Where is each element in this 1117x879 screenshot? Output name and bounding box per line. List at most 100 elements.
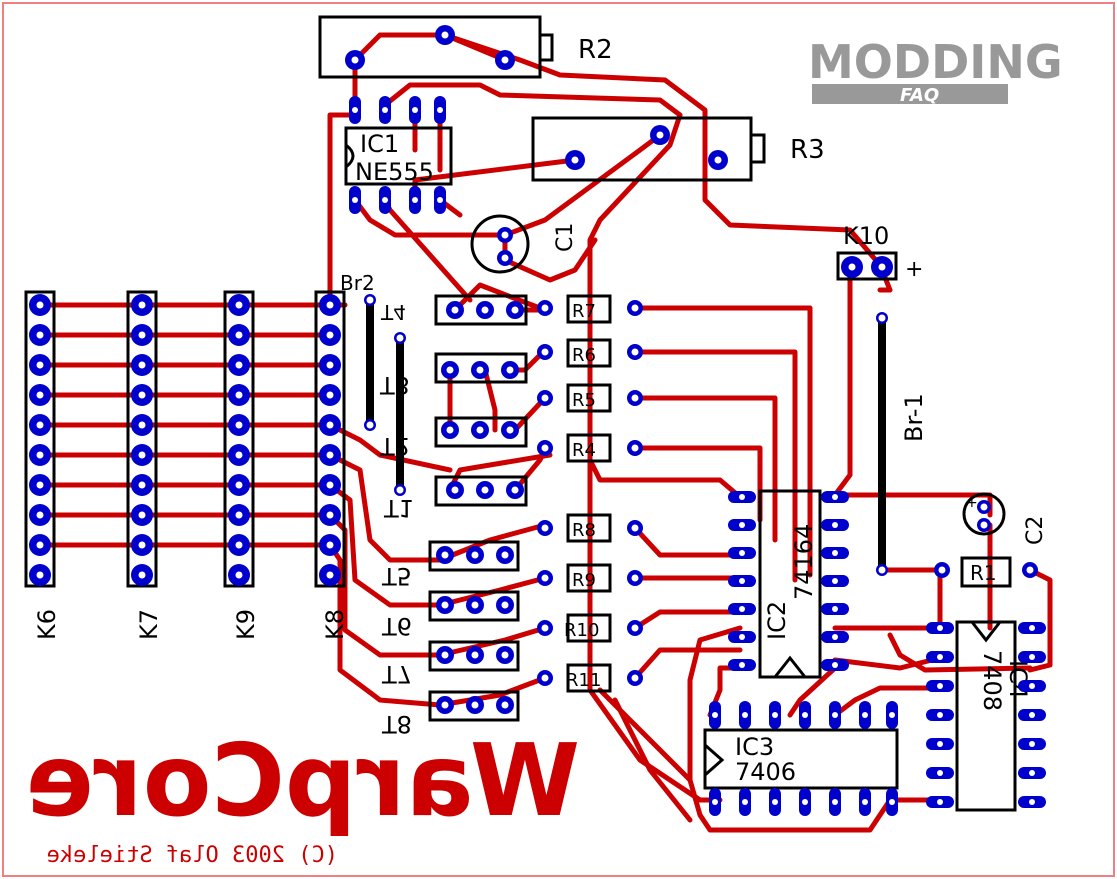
label-t1: T1	[383, 494, 414, 522]
pad-hole	[878, 314, 886, 322]
pad-hole	[832, 606, 838, 612]
label-k7: K7	[135, 609, 163, 640]
pad-hole	[631, 524, 639, 532]
pad-hole	[396, 334, 404, 342]
resistor-r6: R6	[566, 338, 612, 368]
resistor-r4: R4	[566, 433, 612, 463]
pad-hole	[501, 56, 509, 64]
pad-hole	[412, 107, 418, 113]
pad-hole	[235, 451, 243, 459]
pad-hole	[138, 511, 146, 519]
pad-hole	[437, 107, 443, 113]
label-br2: Br2	[340, 271, 375, 295]
transistor-t3: T3	[379, 352, 528, 399]
pad-hole	[235, 541, 243, 549]
pad-hole	[739, 606, 745, 612]
pad-hole	[235, 391, 243, 399]
pad-hole	[1029, 799, 1035, 805]
label-c2: C2	[1023, 516, 1048, 545]
pad-hole	[501, 551, 509, 559]
pad-hole	[832, 634, 838, 640]
ic1-ne555: IC1 NE555	[344, 126, 453, 186]
label-t6: T6	[381, 612, 412, 640]
pad-hole	[832, 799, 838, 805]
pad-hole	[235, 301, 243, 309]
pad-hole	[739, 578, 745, 584]
pad-hole	[541, 524, 549, 532]
pad-hole	[742, 712, 748, 718]
pad-hole	[326, 481, 334, 489]
pad-hole	[441, 651, 449, 659]
pad-hole	[631, 674, 639, 682]
pad-hole	[36, 571, 44, 579]
pad-hole	[541, 574, 549, 582]
pad-hole	[351, 56, 359, 64]
pad-hole	[937, 770, 943, 776]
pad-hole	[1029, 625, 1035, 631]
pad-hole	[441, 701, 449, 709]
label-r3: R3	[790, 135, 825, 165]
transistor-t4: T4	[380, 294, 528, 326]
transistor-t1: T1	[383, 475, 528, 522]
label-ne555: NE555	[355, 158, 434, 186]
pad-hole	[471, 551, 479, 559]
label-k8: K8	[321, 609, 349, 640]
pad-hole	[446, 366, 454, 374]
pad-hole	[36, 331, 44, 339]
pad-hole	[541, 674, 549, 682]
pad-hole	[937, 625, 943, 631]
label-r10: R10	[564, 620, 599, 641]
pad-hole	[541, 394, 549, 402]
pad-hole	[739, 550, 745, 556]
pad-hole	[412, 197, 418, 203]
bridge-br1: Br-1	[878, 318, 928, 570]
label-t3: T3	[379, 371, 410, 399]
pad-hole	[471, 701, 479, 709]
pad-hole	[326, 361, 334, 369]
pad-hole	[235, 571, 243, 579]
pad-hole	[878, 263, 886, 271]
pad-hole	[832, 578, 838, 584]
label-ic1: IC1	[360, 130, 399, 158]
pad-hole	[937, 654, 943, 660]
label-7406: 7406	[735, 758, 796, 786]
pad-hole	[36, 421, 44, 429]
pad-hole	[36, 511, 44, 519]
label-k6: K6	[33, 609, 61, 640]
pad-hole	[471, 651, 479, 659]
label-t7: T7	[381, 660, 412, 688]
resistor-r10: R10	[564, 613, 612, 643]
pad-hole	[501, 254, 509, 262]
label-74164: 74164	[790, 524, 818, 600]
pad-hole	[937, 712, 943, 718]
label-k10-plus: +	[905, 257, 923, 282]
pad-hole	[235, 331, 243, 339]
pad-hole	[138, 451, 146, 459]
pad-hole	[326, 331, 334, 339]
pad-hole	[138, 571, 146, 579]
transistor-t7: T7	[381, 640, 520, 688]
label-r8: R8	[572, 520, 596, 541]
pad-hole	[511, 306, 519, 314]
copyright-text: (C) 2003 Olaf Stieleke	[47, 843, 338, 868]
label-r7: R7	[572, 301, 596, 322]
pad-hole	[235, 481, 243, 489]
pad-hole	[772, 712, 778, 718]
pad-hole	[938, 566, 946, 574]
label-r4: R4	[572, 440, 596, 461]
pad-hole	[476, 366, 484, 374]
copper-traces	[37, 32, 1053, 833]
pad-hole	[366, 421, 374, 429]
label-ic2: IC2	[763, 601, 791, 640]
pad-hole	[832, 522, 838, 528]
pad-hole	[832, 494, 838, 500]
pad-hole	[631, 444, 639, 452]
pad-hole	[471, 601, 479, 609]
pad-hole	[437, 197, 443, 203]
resistor-r11: R11	[566, 663, 612, 693]
label-r5: R5	[572, 390, 596, 411]
pad-hole	[326, 541, 334, 549]
pad-hole	[501, 701, 509, 709]
transistor-t5: T5	[381, 540, 520, 590]
